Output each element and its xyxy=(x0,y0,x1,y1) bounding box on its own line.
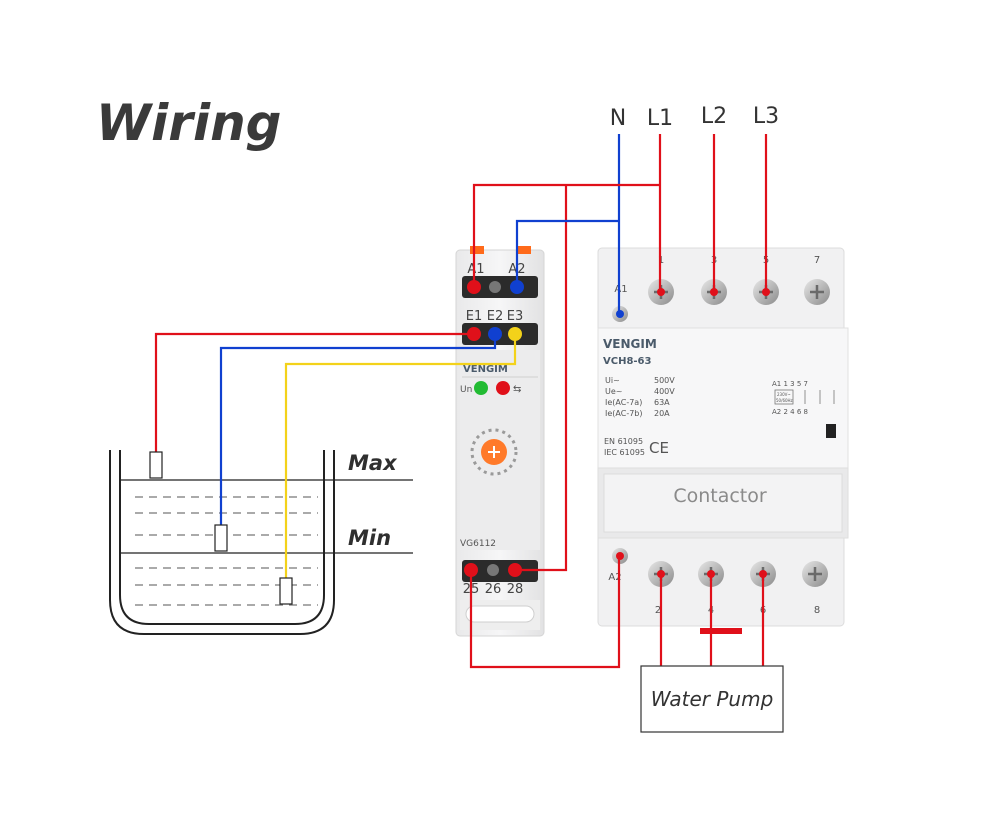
water-pump-label: Water Pump xyxy=(651,687,774,711)
wire-probe-e2 xyxy=(219,334,497,525)
contactor-top-screws[interactable] xyxy=(612,279,830,322)
min-level-label: Min xyxy=(348,526,391,550)
wire-l1-relay-a1 xyxy=(472,183,660,287)
relay-terminal-26: 26 xyxy=(485,582,502,597)
relay-brand: VENGIM xyxy=(463,364,508,375)
terminal-26-screw[interactable] xyxy=(487,564,499,576)
relay-terminal-28: 28 xyxy=(507,582,524,597)
relay-terminal-a1: A1 xyxy=(467,262,484,277)
svg-text:A2 2 4 6 8: A2 2 4 6 8 xyxy=(772,408,808,416)
probe-common xyxy=(279,577,293,605)
wire-l1-relay-28 xyxy=(515,185,568,572)
standard-iec: IEC 61095 xyxy=(604,448,645,457)
svg-text:230V~: 230V~ xyxy=(777,392,791,397)
contactor-name: Contactor xyxy=(673,485,767,507)
svg-text:Ie(AC-7a): Ie(AC-7a) xyxy=(605,398,642,407)
sensitivity-dial[interactable] xyxy=(470,428,518,476)
contactor-model: VCH8-63 xyxy=(603,356,652,367)
relay-model: VG6112 xyxy=(460,539,496,549)
wire-probe-e1 xyxy=(154,332,474,452)
svg-text:500V: 500V xyxy=(654,376,675,385)
contactor-terminal-a1: A1 xyxy=(614,284,627,295)
svg-text:400V: 400V xyxy=(654,387,675,396)
ce-mark: CE xyxy=(649,439,669,457)
contactor: 1 3 5 7 A1 VENGIM VCH8-63 Ui~ 500V Ue~ 4… xyxy=(597,247,849,634)
wire-n-relay-a2 xyxy=(515,219,619,287)
relay-terminal-e3: E3 xyxy=(507,309,524,324)
standard-en: EN 61095 xyxy=(604,437,643,446)
max-level-label: Max xyxy=(348,451,398,475)
contactor-brand: VENGIM xyxy=(603,337,657,351)
contactor-terminal-8: 8 xyxy=(814,605,820,616)
relay-label-icon xyxy=(489,281,501,293)
supply-label-l1: L1 xyxy=(647,106,673,131)
svg-text:Ue~: Ue~ xyxy=(605,387,622,396)
contactor-schematic: A1 1 3 5 7 230V~ 50/60Hz A2 2 4 6 8 xyxy=(772,380,835,416)
wires xyxy=(154,134,768,669)
svg-text:63A: 63A xyxy=(654,398,670,407)
relay-terminal-e2: E2 xyxy=(487,309,504,324)
relay-terminal-e1: E1 xyxy=(466,309,483,324)
svg-text:Ie(AC-7b): Ie(AC-7b) xyxy=(605,409,643,418)
svg-text:Ui~: Ui~ xyxy=(605,376,620,385)
contactor-lever[interactable] xyxy=(826,424,836,438)
wire-relay25-contactor-a2 xyxy=(469,556,621,669)
water-pump: Water Pump xyxy=(640,665,784,733)
supply-label-l2: L2 xyxy=(701,104,727,129)
level-relay: VENGIM Un ⇆ VG6112 A1 A2 E1 E2 E3 25 26 … xyxy=(455,246,545,637)
relay-indicator-led xyxy=(496,381,510,395)
probe-max xyxy=(149,451,163,479)
relay-un-label: Un xyxy=(460,385,472,395)
contactor-terminal-a2: A2 xyxy=(608,572,621,583)
relay-symbol-icon: ⇆ xyxy=(513,384,521,395)
svg-text:50/60Hz: 50/60Hz xyxy=(776,398,793,403)
wire-probe-e3 xyxy=(284,334,517,578)
supply-label-l3: L3 xyxy=(753,104,779,129)
power-indicator-led xyxy=(474,381,488,395)
contactor-specs: Ui~ 500V Ue~ 400V Ie(AC-7a) 63A Ie(AC-7b… xyxy=(605,376,675,418)
probe-min xyxy=(214,524,228,552)
supply-label-n: N xyxy=(610,106,626,131)
page-title: Wiring xyxy=(96,94,281,152)
svg-text:20A: 20A xyxy=(654,409,670,418)
svg-text:A1 1 3 5 7: A1 1 3 5 7 xyxy=(772,380,808,388)
water-tank: Max Min xyxy=(109,450,413,635)
contactor-terminal-7: 7 xyxy=(814,255,820,266)
contactor-terminal-2: 2 xyxy=(655,605,661,616)
